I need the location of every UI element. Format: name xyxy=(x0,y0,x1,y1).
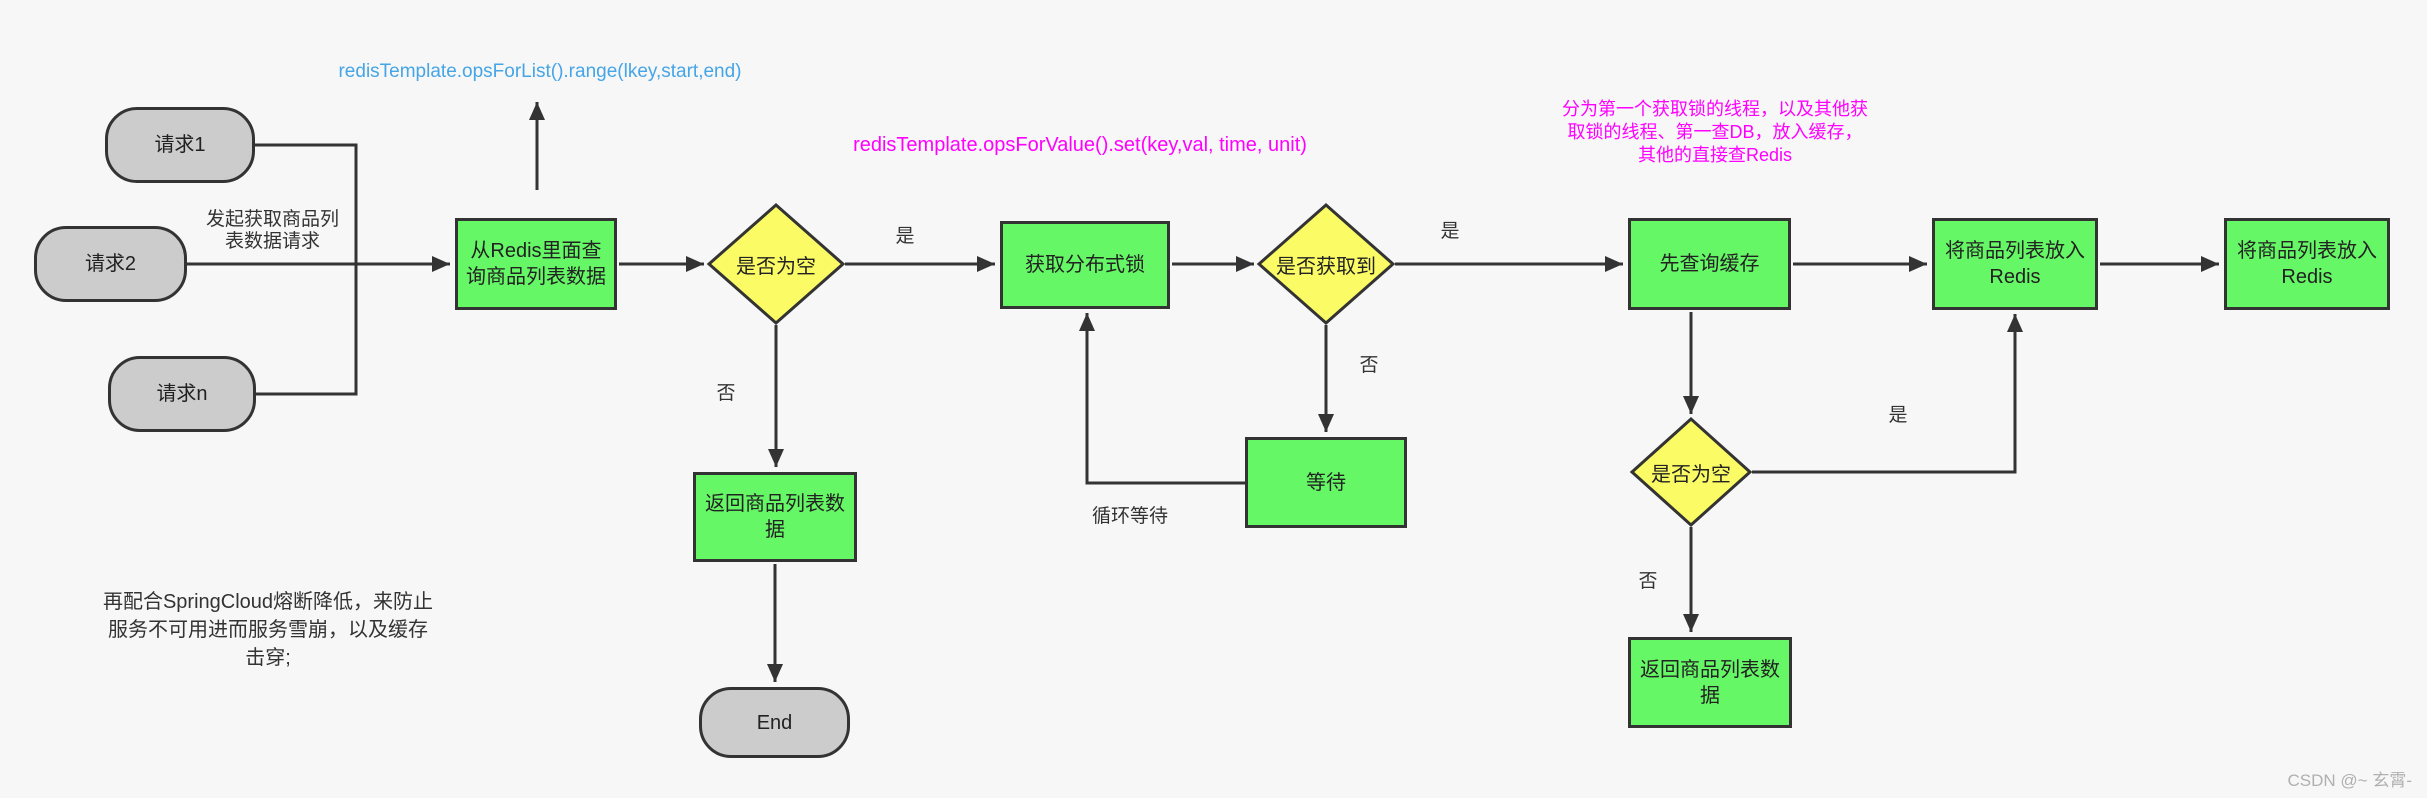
annotation-opsforlist-code: redisTemplate.opsForList().range(lkey,st… xyxy=(338,61,742,82)
node-query-redis: 从Redis里面查询商品列表数据 xyxy=(455,218,617,310)
node-put-list-into-redis-2: 将商品列表放入Redis xyxy=(2224,218,2390,310)
edge-label-no-2: 否 xyxy=(1359,355,1379,376)
decision-is-empty-1 xyxy=(706,203,846,325)
decision-got-lock xyxy=(1256,203,1396,325)
annotation-lock-threads-note: 分为第一个获取锁的线程，以及其他获取锁的线程、第一查DB，放入缓存，其他的直接查… xyxy=(1562,99,1868,165)
edge-label-no-1: 否 xyxy=(716,383,736,404)
connector-wait-loop-to-get-lock xyxy=(1079,313,1245,485)
edge-label-yes-2: 是 xyxy=(1440,221,1460,242)
node-get-distributed-lock: 获取分布式锁 xyxy=(1000,221,1170,309)
connector-is-empty-2-yes-to-put-redis-1 xyxy=(1752,314,2023,474)
node-put-list-into-redis-1: 将商品列表放入Redis xyxy=(1932,218,2098,310)
node-request-2: 请求2 xyxy=(34,226,187,302)
edge-label-no-3: 否 xyxy=(1638,571,1658,592)
edge-label-loop-wait: 循环等待 xyxy=(1091,506,1168,527)
connector-requests-trunk xyxy=(255,143,358,396)
edge-label-yes-3: 是 xyxy=(1888,405,1908,426)
annotation-opsforvalue-code: redisTemplate.opsForValue().set(key,val,… xyxy=(853,133,1307,156)
decision-is-empty-2 xyxy=(1629,416,1753,528)
edge-label-yes-1: 是 xyxy=(895,226,915,247)
node-end: End xyxy=(699,687,850,758)
node-request-1: 请求1 xyxy=(105,107,255,183)
node-return-list-1: 返回商品列表数据 xyxy=(693,472,857,562)
node-request-n: 请求n xyxy=(108,356,256,432)
edge-label-request: 发起获取商品列表数据请求 xyxy=(205,209,339,252)
annotation-springcloud-note: 再配合SpringCloud熔断降低，来防止服务不可用进而服务雪崩，以及缓存击穿… xyxy=(102,591,434,669)
csdn-watermark: CSDN @~ 玄霄- xyxy=(2287,771,2412,790)
node-query-cache-first: 先查询缓存 xyxy=(1628,218,1791,310)
node-return-list-2: 返回商品列表数据 xyxy=(1628,637,1792,728)
node-wait: 等待 xyxy=(1245,437,1407,528)
